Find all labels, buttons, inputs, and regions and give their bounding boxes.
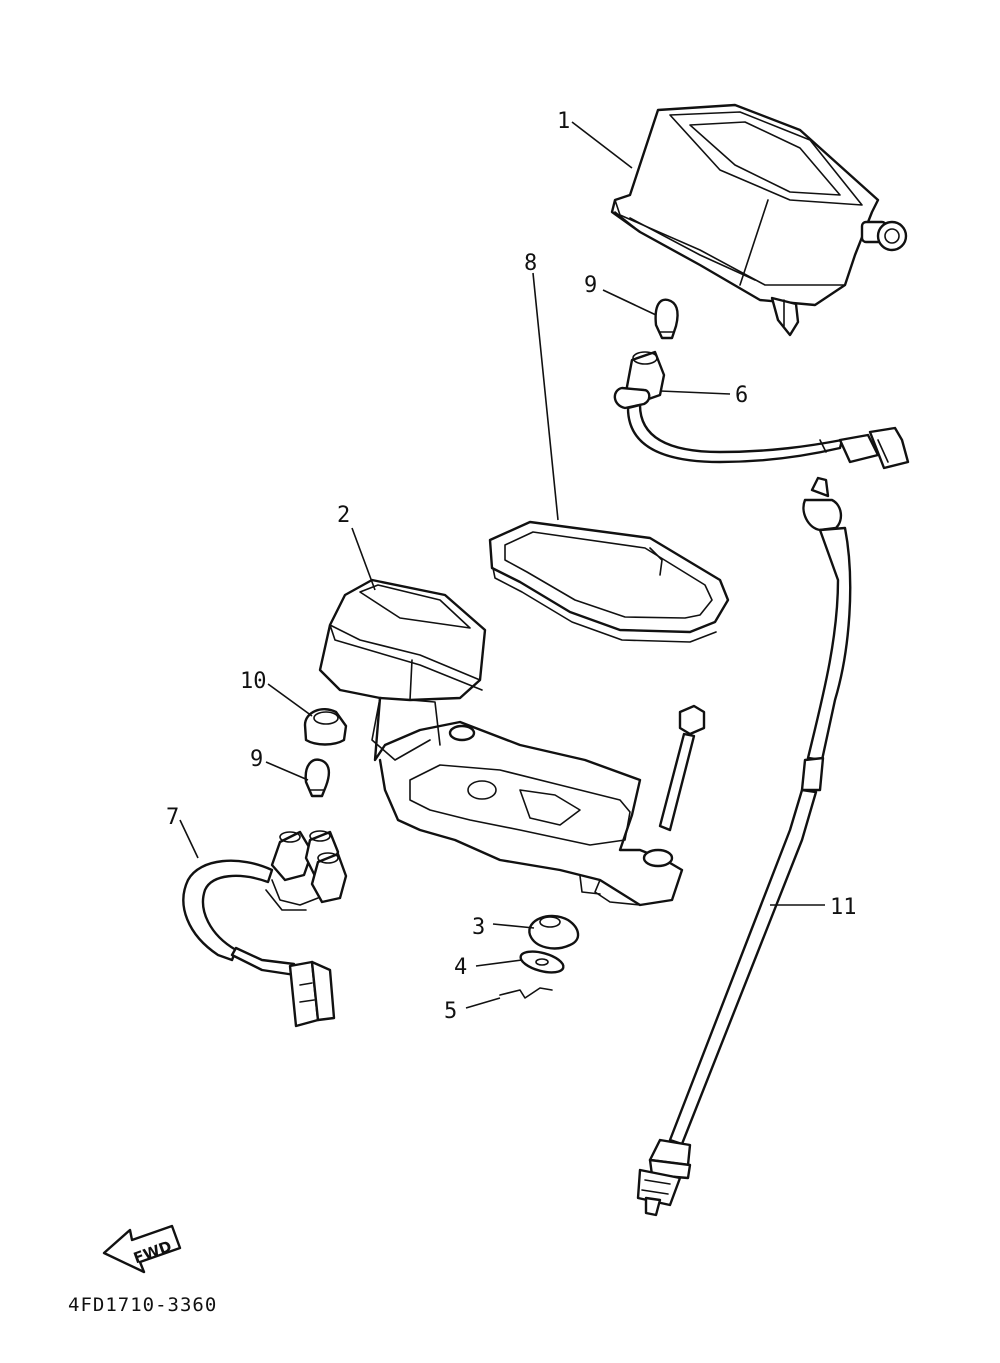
- mounting-bolt: [658, 704, 706, 832]
- callout-2: 2: [337, 503, 350, 528]
- meter-cable: [636, 476, 852, 1217]
- callout-11: 11: [830, 895, 857, 920]
- drawing-code: 4FD1710-3360: [68, 1294, 217, 1316]
- leader-lines: [179, 121, 825, 1009]
- callout-10: 10: [240, 669, 267, 694]
- callout-1: 1: [557, 109, 570, 134]
- nut-collar: [528, 914, 580, 950]
- meter-gasket: [488, 520, 730, 643]
- bulb-lower: [304, 758, 331, 798]
- grommet: [303, 708, 348, 746]
- callout-6: 6: [735, 383, 748, 408]
- wire-harness: [182, 830, 348, 1028]
- meter-assembly: [610, 103, 908, 337]
- callout-4: 4: [454, 955, 467, 980]
- meter-housing-bracket: [318, 578, 684, 907]
- callout-9-lower: 9: [250, 747, 263, 772]
- callout-labels: 1 2 3 4 5 6 7 8 9 9 10 11: [166, 109, 857, 1024]
- callout-8: 8: [524, 251, 537, 276]
- callout-9-upper: 9: [584, 273, 597, 298]
- forward-arrow-icon: FWD: [102, 1224, 182, 1274]
- callout-5: 5: [444, 999, 457, 1024]
- clip: [499, 987, 553, 999]
- bulb-upper: [654, 298, 679, 340]
- callout-7: 7: [166, 805, 179, 830]
- washer: [519, 950, 565, 974]
- callout-3: 3: [472, 915, 485, 940]
- bulb-socket-cord: [613, 350, 910, 470]
